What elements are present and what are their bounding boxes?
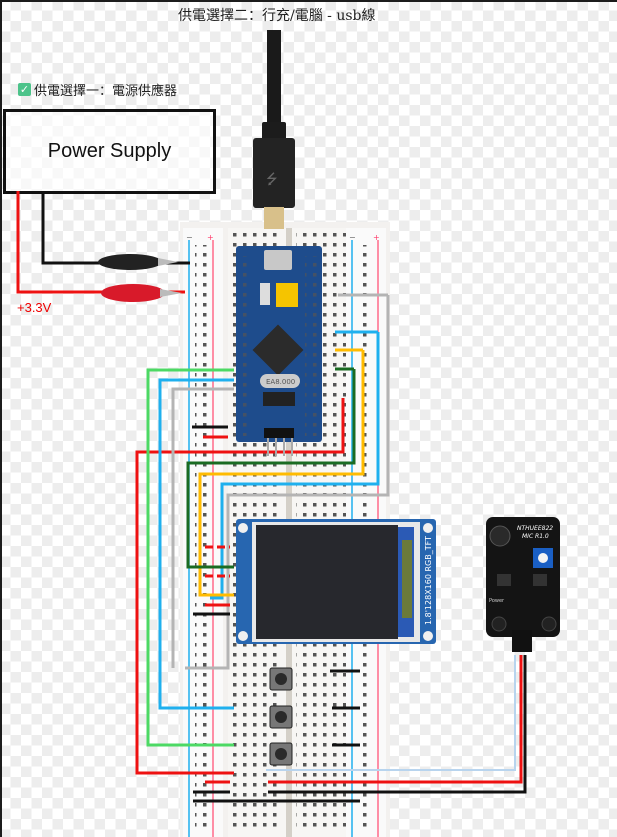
microphone: [489, 525, 511, 547]
signal-wires: [135, 293, 527, 803]
power-wires: [16, 191, 190, 294]
mic-board: NTHUEE822 MIC R1.0 Power: [486, 517, 560, 652]
boot-jumper: [276, 283, 298, 307]
right-rail-minus-sign: −: [349, 233, 356, 242]
alligator-clips: [98, 254, 182, 302]
wire-green: [146, 368, 234, 747]
usb-power-option-label: 供電選擇二：行充/電腦 - usb線: [178, 8, 376, 24]
wire-orange: [198, 350, 365, 597]
mcu-board: EA8.000: [236, 246, 322, 456]
power-supply-option-label: ✓ 供電選擇一：電源供應器: [18, 80, 177, 99]
black-clip: [98, 254, 162, 270]
wire-blue-1: [210, 332, 380, 600]
reset-button: [260, 283, 270, 305]
crystal-label: EA8.000: [266, 378, 295, 386]
power-supply-text: Power Supply: [47, 140, 172, 162]
micro-usb-port: [264, 250, 292, 270]
left-rail-minus-sign: −: [186, 233, 193, 242]
window-frame-left: [0, 0, 2, 837]
mic-power-label: Power: [489, 598, 505, 604]
wire-mic-vcc: [268, 655, 523, 784]
swd-header: [264, 428, 294, 438]
wire-blue-2: [158, 378, 234, 710]
power-supply-option-text: 供電選擇一：電源供應器: [34, 84, 178, 99]
wire-mic-out: [266, 655, 516, 771]
tft-display: 1.8'128X160 RGB_TFT: [236, 519, 436, 644]
wire-mic-gnd: [268, 655, 527, 794]
mic-board-title: NTHUEE822: [517, 525, 553, 532]
red-clip: [101, 284, 165, 302]
push-buttons: [269, 667, 293, 766]
power-supply-box: Power Supply: [3, 109, 216, 194]
usb-symbol-icon: ⭍: [266, 172, 278, 188]
left-rail-holes: [195, 245, 209, 830]
wire-gray: [185, 295, 390, 670]
tft-screen: [256, 525, 398, 639]
crystal: [260, 374, 300, 388]
wire-black-gnd: [41, 191, 190, 265]
usb-cable: ⭍: [253, 30, 295, 229]
tft-model-label: 1.8'128X160 RGB_TFT: [424, 536, 433, 625]
checkmark-icon: ✓: [18, 83, 31, 96]
mic-connector: [512, 630, 532, 652]
window-frame-top: [0, 0, 617, 2]
voltage-label: +3.3V: [17, 300, 52, 315]
mic-board-subtitle: MIC R1.0: [522, 533, 549, 540]
regulator: [263, 392, 295, 406]
wire-dark-green: [186, 369, 356, 569]
right-rail-plus-sign: +: [373, 233, 380, 242]
wire-gray-2: [171, 387, 234, 668]
left-rail-plus-sign: +: [207, 233, 214, 242]
wire-red-main: [135, 398, 345, 775]
